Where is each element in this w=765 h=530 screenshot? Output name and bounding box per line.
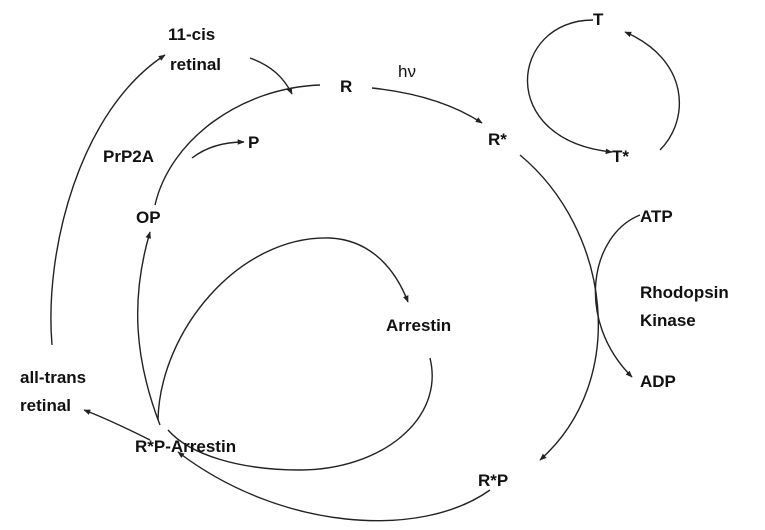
label-op: OP <box>136 208 161 227</box>
arrow-t-to-t-star <box>526 19 613 155</box>
label-atp: ATP <box>640 207 673 226</box>
arrow-arrestin-complex-to-all-trans <box>83 409 151 441</box>
label-prp2a: PrP2A <box>103 147 154 166</box>
arc-r-to-op <box>154 84 321 206</box>
label-r-star-p: R*P <box>478 471 508 490</box>
label-t-star: T* <box>612 147 629 166</box>
label-11-cis-retinal: retinal <box>170 55 221 74</box>
arrow-r-to-r-star <box>371 87 483 124</box>
label-adp: ADP <box>640 372 676 391</box>
label-t: T <box>593 10 604 29</box>
label-r-star: R* <box>488 130 507 149</box>
arc-arrestin-to-complex <box>167 357 433 471</box>
arrow-all-trans-to-11-cis <box>50 54 166 346</box>
label-all-trans-retinal: retinal <box>20 396 71 415</box>
label-rhodopsin: Rhodopsin <box>640 283 729 302</box>
arrow-arrestin-complex-to-arrestin <box>157 237 409 421</box>
arrow-atp-to-adp <box>594 214 641 378</box>
arrow-r-star-p-to-arrestin-complex <box>177 451 491 522</box>
label-kinase: Kinase <box>640 311 696 330</box>
label-11-cis: 11-cis <box>168 25 215 44</box>
arrow-11-cis-to-r <box>249 57 293 95</box>
label-hv: hν <box>398 62 416 81</box>
arrow-t-star-to-t <box>624 31 680 151</box>
label-p: P <box>248 133 259 152</box>
label-r-star-p-arrestin: R*P-Arrestin <box>135 437 236 456</box>
arrow-op-to-p <box>191 139 245 159</box>
arrow-r-star-to-r-star-p <box>519 154 600 461</box>
label-arrestin: Arrestin <box>386 316 451 335</box>
label-all-trans: all-trans <box>20 368 86 387</box>
arrow-arrestin-complex-to-op <box>136 231 161 426</box>
label-r: R <box>340 77 352 96</box>
